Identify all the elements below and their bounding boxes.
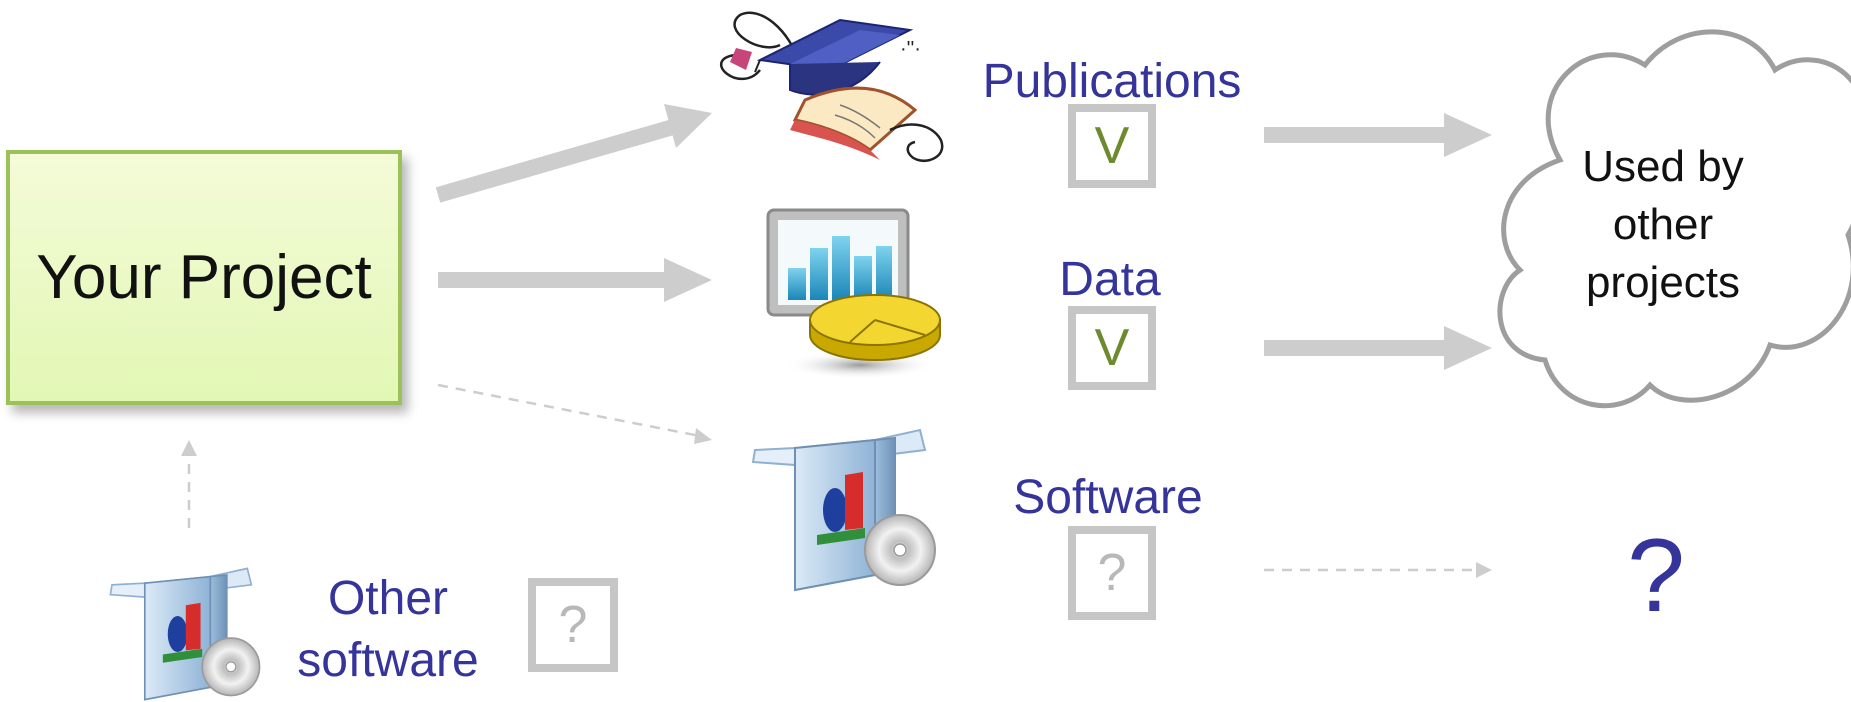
data-status: V xyxy=(1094,319,1130,377)
arrow-software-to-reuse-dashed xyxy=(1264,562,1492,578)
arrow-project-to-publications xyxy=(435,104,712,203)
software-status-box: ? xyxy=(1068,526,1156,620)
project-title: Your Project xyxy=(36,243,372,312)
reuse-unknown-mark: ? xyxy=(1627,518,1685,634)
arrow-publications-to-reuse xyxy=(1264,113,1492,157)
other-software-status: ? xyxy=(558,596,588,654)
software-status: ? xyxy=(1097,544,1127,602)
software-label: Software xyxy=(1013,471,1203,524)
project-box: Your Project xyxy=(6,150,402,405)
data-label: Data xyxy=(1059,253,1161,306)
chart-monitor-icon xyxy=(766,208,941,379)
arrow-project-to-data xyxy=(438,258,712,302)
arrow-data-to-reuse xyxy=(1264,326,1492,370)
reuse-cloud xyxy=(1497,29,1851,409)
other-software-status-box: ? xyxy=(528,578,618,672)
reuse-cloud-text: Used by other projects xyxy=(1582,142,1744,307)
software-box-icon xyxy=(751,428,936,592)
publications-label: Publications xyxy=(982,55,1242,108)
other-software-label: Other software xyxy=(297,572,479,687)
publications-status: V xyxy=(1094,117,1130,175)
data-status-box: V xyxy=(1068,306,1156,390)
arrow-other-software-to-project-dashed xyxy=(181,440,197,528)
arrow-project-to-software-dashed xyxy=(437,383,712,444)
publications-status-box: V xyxy=(1068,104,1156,188)
software-box-icon xyxy=(109,567,261,701)
graduation-cap-book-icon: ·''· xyxy=(719,11,944,163)
svg-text:·''·: ·''· xyxy=(900,38,921,60)
